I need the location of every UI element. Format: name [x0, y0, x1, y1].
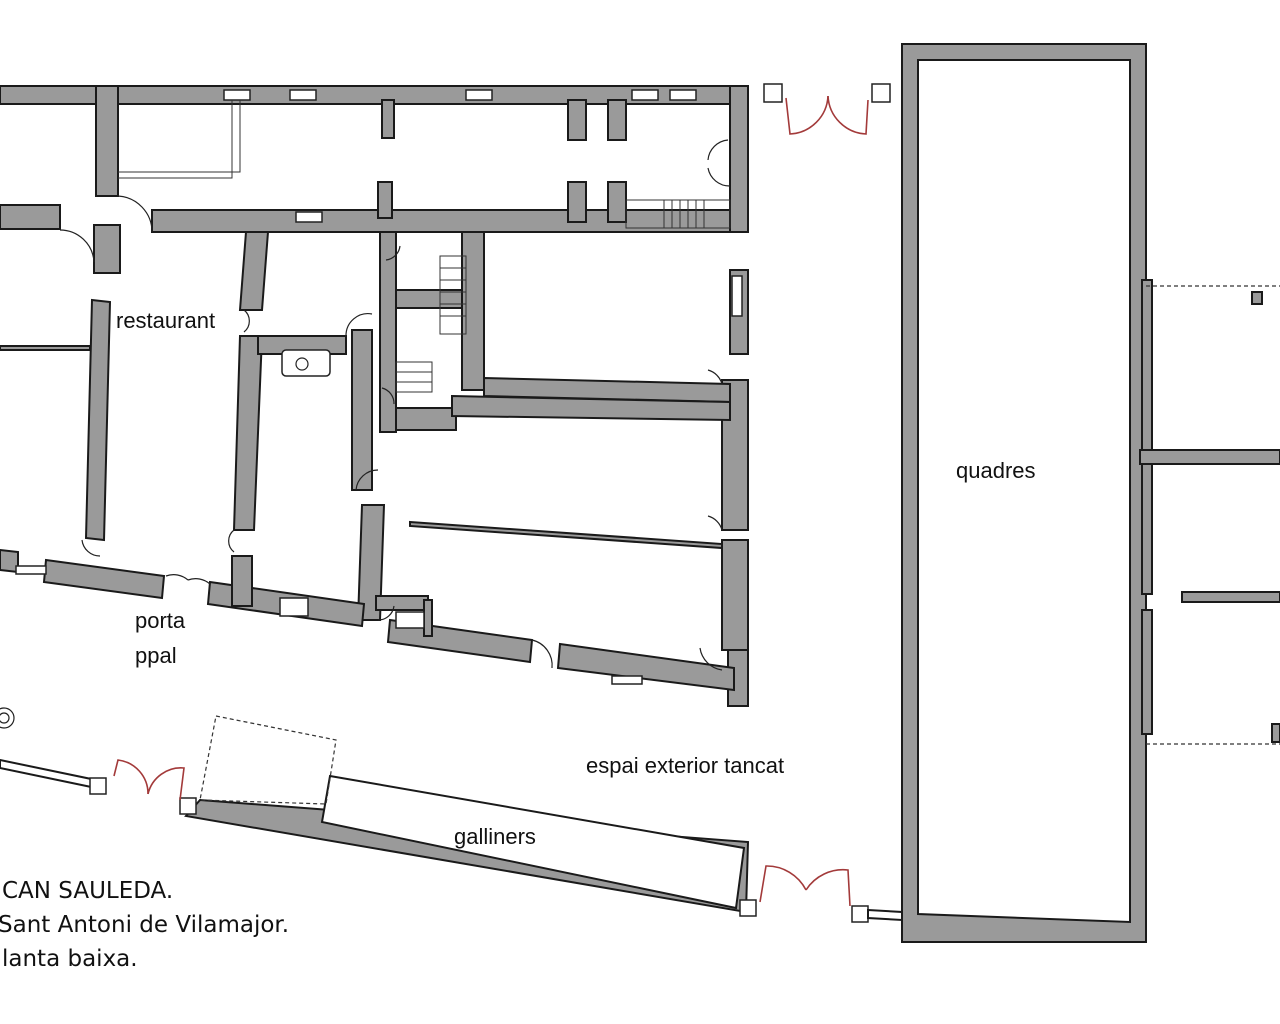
area-label-espai: espai exterior tancat	[586, 753, 784, 778]
front-fence	[0, 707, 197, 815]
annex-building	[1139, 279, 1280, 745]
room-label-restaurant: restaurant	[116, 308, 215, 333]
label-porta-line2: ppal	[135, 643, 177, 668]
label-porta-line1: porta	[135, 608, 186, 633]
caption-line3: lanta baixa.	[2, 946, 138, 972]
galliners-building	[184, 715, 750, 914]
main-house-walls	[0, 85, 749, 707]
stairs	[118, 100, 731, 629]
caption-line1: CAN SAULEDA.	[2, 878, 173, 904]
caption-line2: Sant Antoni de Vilamajor.	[0, 912, 289, 938]
interior-doors	[59, 139, 731, 671]
windows	[15, 89, 743, 685]
room-label-quadres: quadres	[956, 458, 1036, 483]
gate-pillars	[739, 83, 903, 923]
room-label-galliners: galliners	[454, 824, 536, 849]
exterior-doors	[113, 95, 869, 907]
quadres-building	[901, 43, 1147, 943]
